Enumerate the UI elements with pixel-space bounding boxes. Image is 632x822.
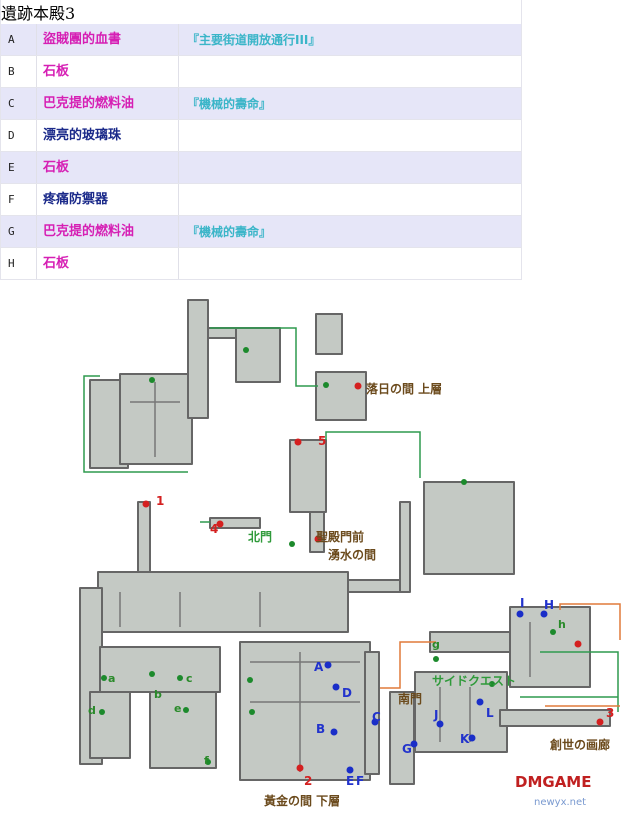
map-letter-F: F [356, 774, 365, 788]
map-letter-K: K [460, 732, 470, 746]
map-letter-G: G [402, 742, 412, 756]
map-letter-I: I [520, 596, 525, 610]
room-nw-2 [119, 373, 193, 465]
row-key: G [1, 216, 37, 247]
label-spring-room: 湧水の間 [328, 548, 377, 562]
map-letter-g: g [432, 638, 440, 651]
watermark-sub: newyx.net [534, 797, 587, 808]
row-key: H [1, 248, 37, 279]
label-south-gate: 南門 [398, 692, 423, 706]
corridor-creation [499, 709, 611, 727]
map-letter-D: D [342, 686, 352, 700]
row-note [179, 56, 521, 87]
map-svg [79, 299, 621, 785]
label-gold-room-lower: 黃金の間 下層 [264, 794, 341, 808]
row-item: 漂亮的玻璃珠 [37, 120, 179, 151]
map-letter-H: H [544, 598, 555, 612]
tower-link [309, 511, 325, 553]
corridor-n-1 [187, 299, 209, 419]
label-sunset-upper: 落日の間 上層 [366, 382, 443, 396]
room-sunset-upper [315, 371, 367, 421]
map-letter-c: c [186, 672, 193, 685]
row-item: 盜賊團的血書 [37, 24, 179, 55]
gold-hall [239, 641, 371, 781]
exit-number-1: 1 [156, 494, 165, 508]
table-title: 遺跡本殿3 [1, 4, 76, 23]
row-item: 巴克提的燃料油 [37, 88, 179, 119]
map-letter-E: E [346, 774, 355, 788]
row-key: A [1, 24, 37, 55]
exit-number-4: 4 [210, 522, 219, 536]
row-note [179, 120, 521, 151]
gold-hall-east [364, 651, 380, 775]
corridor-se [389, 691, 415, 785]
row-note [179, 184, 521, 215]
room-lw-1 [89, 691, 131, 759]
row-item: 石板 [37, 152, 179, 183]
label-holy-gate-front: 聖殿門前 [316, 530, 365, 544]
row-note [179, 248, 521, 279]
label-side-quest: サイドクエスト [432, 674, 517, 688]
row-note: 『機械的壽命』 [187, 225, 272, 239]
label-north-gate: 北門 [248, 530, 273, 544]
row-key: C [1, 88, 37, 119]
row-key: E [1, 152, 37, 183]
map-letter-L: L [486, 706, 494, 720]
room-lw-top [99, 646, 221, 693]
exit-number-5: 5 [318, 434, 327, 448]
row-key: D [1, 120, 37, 151]
map-letter-a: a [108, 672, 116, 685]
dungeon-map: 落日の間 上層 北門 聖殿門前 湧水の間 サイドクエスト 南門 創世の画廊 黃金… [60, 292, 632, 822]
map-letter-b: b [154, 688, 162, 701]
row-key: F [1, 184, 37, 215]
exit-number-2: 2 [304, 774, 313, 788]
exit-number-3: 3 [606, 706, 615, 720]
row-item: 疼痛防禦器 [37, 184, 179, 215]
mid-riser [399, 501, 411, 593]
map-letter-B: B [316, 722, 326, 736]
map-letter-d: d [88, 704, 96, 717]
map-letter-C: C [372, 710, 381, 724]
row-note: 『主要街道開放通行III』 [187, 33, 321, 47]
row-item: 石板 [37, 248, 179, 279]
room-top-1 [315, 313, 343, 355]
label-creation-corridor: 創世の画廊 [550, 738, 611, 752]
room-n-small [235, 327, 281, 383]
map-letter-J: J [434, 708, 439, 722]
row-note: 『機械的壽命』 [187, 97, 272, 111]
mid-band [97, 571, 349, 633]
map-letter-A: A [314, 660, 324, 674]
row-item: 巴克提的燃料油 [37, 216, 179, 247]
map-letter-h: h [558, 618, 566, 631]
room-lw-2 [149, 691, 217, 769]
corridor-4 [209, 517, 261, 529]
row-note [179, 152, 521, 183]
tower-5 [289, 439, 327, 513]
watermark-logo: DMGAME [515, 773, 592, 791]
row-key: B [1, 56, 37, 87]
row-item: 石板 [37, 56, 179, 87]
map-letter-e: e [174, 702, 182, 715]
room-east [423, 481, 515, 575]
map-letter-f: f [204, 754, 209, 767]
